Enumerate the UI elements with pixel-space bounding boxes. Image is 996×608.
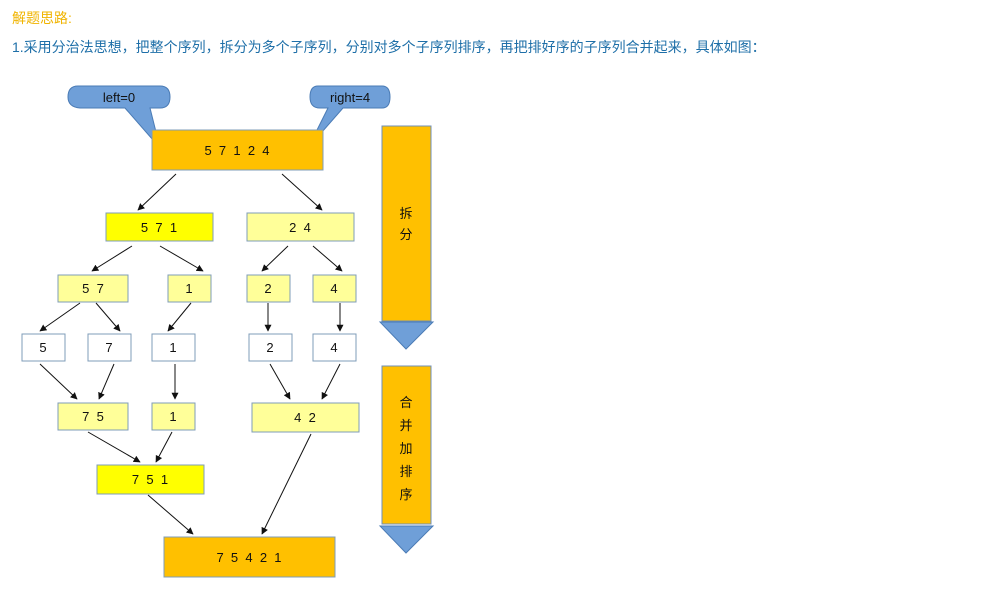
description: 1.采用分治法思想，把整个序列，拆分为多个子序列，分别对多个子序列排序，再把排好… [12, 39, 766, 55]
svg-text:7 5 1: 7 5 1 [132, 472, 168, 487]
svg-text:4: 4 [330, 340, 337, 355]
merge-arrow: 合 并 加 排 序 [378, 365, 435, 554]
node-m1a: 7 5 [57, 402, 129, 431]
node-root: 5 7 1 2 4 [151, 129, 324, 171]
node-m1c: 4 2 [251, 402, 360, 433]
svg-text:5 7 1: 5 7 1 [141, 220, 177, 235]
svg-text:2 4: 2 4 [289, 220, 311, 235]
node-final: 7 5 4 2 1 [163, 536, 336, 578]
left-callout: left=0 [67, 85, 171, 149]
svg-text:5: 5 [39, 340, 46, 355]
node-m1b: 1 [151, 402, 196, 431]
merge-char-3: 加 [399, 442, 412, 457]
svg-text:2: 2 [264, 281, 271, 296]
right-callout: right=4 [307, 85, 391, 149]
node-l2a: 5 7 [57, 274, 129, 303]
node-l2d: 4 [312, 274, 357, 303]
node-l1b: 2 4 [246, 212, 355, 242]
connector-arrows [39, 173, 344, 535]
right-label: right=4 [330, 90, 370, 105]
merge-char-5: 序 [399, 488, 412, 503]
node-l2b: 1 [167, 274, 212, 303]
merge-char-2: 并 [399, 419, 412, 434]
svg-text:5 7: 5 7 [82, 281, 104, 296]
merge-char-4: 排 [399, 465, 412, 480]
split-char-2: 分 [399, 228, 412, 243]
svg-text:4: 4 [330, 281, 337, 296]
split-char-1: 拆 [399, 207, 412, 222]
svg-text:5 7 1 2 4: 5 7 1 2 4 [204, 143, 269, 158]
svg-text:4 2: 4 2 [294, 410, 316, 425]
node-l1a: 5 7 1 [105, 212, 214, 242]
svg-text:2: 2 [266, 340, 273, 355]
node-l3b: 7 [87, 333, 132, 362]
node-l2c: 2 [246, 274, 291, 303]
svg-text:1: 1 [185, 281, 192, 296]
node-l3c: 1 [151, 333, 196, 362]
node-m2: 7 5 1 [96, 464, 205, 495]
node-l3a: 5 [21, 333, 66, 362]
svg-text:7 5 4 2 1: 7 5 4 2 1 [216, 550, 281, 565]
node-l3e: 4 [312, 333, 357, 362]
svg-text:1: 1 [169, 409, 176, 424]
left-label: left=0 [103, 90, 135, 105]
svg-text:7: 7 [105, 340, 112, 355]
heading: 解题思路: [12, 10, 72, 26]
merge-char-1: 合 [399, 396, 412, 411]
svg-text:1: 1 [169, 340, 176, 355]
svg-text:7 5: 7 5 [82, 409, 104, 424]
split-arrow: 拆 分 [378, 125, 435, 350]
node-l3d: 2 [248, 333, 293, 362]
